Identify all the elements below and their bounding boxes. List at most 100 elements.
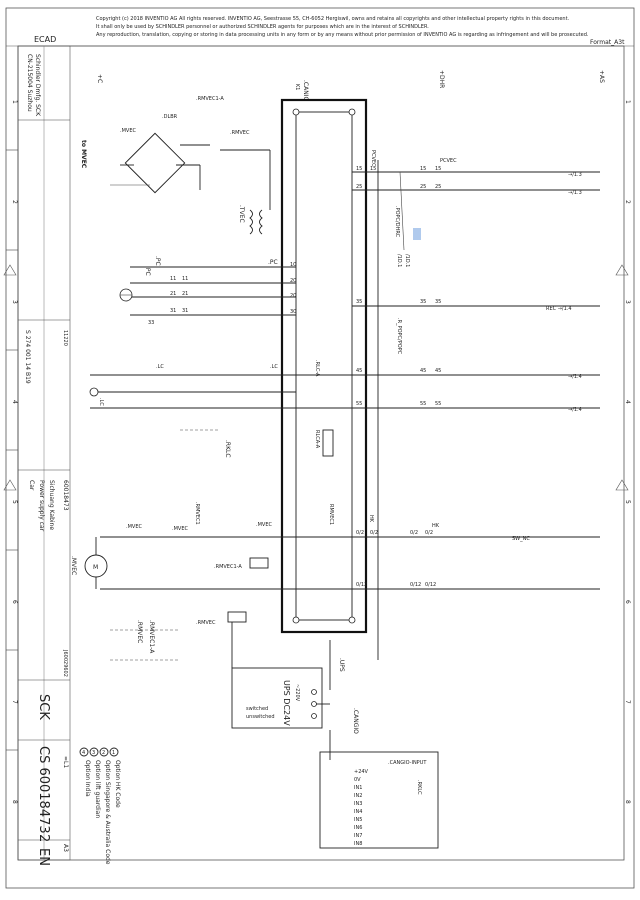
svg-text:35: 35 bbox=[420, 299, 426, 305]
canic-inner-frame bbox=[295, 111, 353, 621]
column-label: 1 bbox=[624, 100, 631, 104]
option-num: 3 bbox=[92, 750, 95, 756]
column-label: 4 bbox=[624, 400, 631, 404]
rail-label-dhr: +DHR bbox=[438, 70, 445, 88]
svg-text:.R_POPC/POPC: .R_POPC/POPC bbox=[396, 318, 402, 355]
pc-label: .PC bbox=[154, 256, 161, 266]
column-label: 8 bbox=[624, 800, 631, 804]
motor-m: M bbox=[93, 564, 98, 571]
column-label: 8 bbox=[11, 800, 18, 804]
lc-label-right: .LC bbox=[270, 364, 278, 370]
title-sheet-index: 2 bbox=[36, 834, 51, 842]
title-language: EN bbox=[36, 848, 51, 866]
option-text: Option India bbox=[84, 760, 91, 797]
pc-label-right: .PC bbox=[268, 259, 278, 266]
svg-text:15: 15 bbox=[420, 166, 426, 172]
rklc-cangio-label: .RKLC bbox=[416, 780, 422, 795]
options-legend: 1 2 3 4 Option HK Code Option Singapore … bbox=[79, 747, 121, 865]
option-num: 2 bbox=[102, 750, 105, 756]
svg-text:15: 15 bbox=[370, 166, 376, 172]
rlca-label: .RLC-A bbox=[314, 360, 320, 377]
svg-text:21: 21 bbox=[182, 291, 188, 297]
copyright-line-2: It shall only be used by SCHINDLER perso… bbox=[96, 24, 429, 30]
svg-text:.POPC/DHRC: .POPC/DHRC bbox=[394, 206, 400, 238]
svg-text:55: 55 bbox=[356, 401, 362, 407]
canic-frame bbox=[280, 98, 368, 634]
pcvec-label: PCVEC bbox=[440, 158, 457, 164]
hk-label: HK bbox=[432, 523, 440, 529]
revision-markers bbox=[3, 264, 629, 491]
title-company: Schindler Dmfg. SCK bbox=[34, 54, 41, 117]
option-text: Option HK Code bbox=[114, 760, 121, 808]
cangio-input: IN1 bbox=[354, 785, 362, 791]
mvec-motor-label: .MVEC bbox=[70, 556, 77, 575]
svg-text:31: 31 bbox=[182, 308, 188, 314]
column-label: 3 bbox=[624, 300, 631, 304]
cangio-input: IN7 bbox=[354, 833, 362, 839]
title-order-no: 60018473 bbox=[62, 480, 69, 511]
svg-text:0/12: 0/12 bbox=[425, 582, 436, 588]
dlbr-label: .DLBR bbox=[162, 114, 178, 120]
cangio-input: IN3 bbox=[354, 801, 362, 807]
mvec-label-row2: .MVEC bbox=[126, 524, 142, 530]
ref-1-3-b: →/1.3 bbox=[568, 190, 582, 196]
svg-text:0/2: 0/2 bbox=[425, 530, 433, 536]
ups-switched: switched bbox=[246, 706, 268, 712]
cangio-input-title: .CANGIO-INPUT bbox=[388, 760, 427, 766]
svg-text:RMVEC1: RMVEC1 bbox=[328, 504, 334, 525]
ref-1d1-b: /1D.1 bbox=[396, 254, 402, 268]
rmvec-coil-label: .RMVEC bbox=[196, 620, 216, 626]
svg-text:55: 55 bbox=[420, 401, 426, 407]
column-label: 5 bbox=[624, 500, 631, 504]
title-desc-2: Power supply car bbox=[38, 480, 45, 532]
rail-label-canic: .CANIC bbox=[302, 80, 309, 101]
title-block: Schindler Dmfg. SCK CN-215004 Suzhou 112… bbox=[17, 45, 71, 866]
cangio-label: .CANGIO bbox=[352, 708, 359, 734]
option-num: 1 bbox=[112, 750, 115, 756]
svg-text:25: 25 bbox=[435, 184, 441, 190]
svg-text:0/12: 0/12 bbox=[410, 582, 421, 588]
title-drawing-ref: S 274 001 14 B19 bbox=[24, 330, 31, 384]
rail-label-plus-c: +C bbox=[96, 74, 103, 83]
svg-text:45: 45 bbox=[356, 368, 362, 374]
svg-text:25: 25 bbox=[420, 184, 426, 190]
svg-text:RLCA-A: RLCA-A bbox=[314, 430, 320, 449]
ups-module bbox=[231, 667, 323, 729]
svg-text:33: 33 bbox=[148, 320, 154, 326]
svg-text:21: 21 bbox=[170, 291, 176, 297]
column-label: 4 bbox=[11, 400, 18, 404]
svg-text:0/12: 0/12 bbox=[356, 582, 367, 588]
cangio-input: IN5 bbox=[354, 817, 362, 823]
svg-text:20: 20 bbox=[290, 293, 296, 299]
svg-text:35: 35 bbox=[435, 299, 441, 305]
column-label: 5 bbox=[11, 500, 18, 504]
svg-text:35: 35 bbox=[356, 299, 362, 305]
column-label: 7 bbox=[624, 700, 631, 704]
svg-text:45: 45 bbox=[435, 368, 441, 374]
svg-text:0/2: 0/2 bbox=[410, 530, 418, 536]
mvec-label-row: .MVEC bbox=[256, 522, 272, 528]
coil-area: .DLBR .RMVEC1-A .RMVEC .MVEC .TVEC bbox=[110, 96, 271, 235]
svg-text:11: 11 bbox=[170, 276, 176, 282]
copyright-line-3: Any reproduction, translation, copying o… bbox=[96, 32, 589, 38]
ref-1d1: /1D.1 bbox=[404, 254, 410, 268]
option-text: Option Singapore & Australia Code bbox=[104, 760, 111, 865]
mvec-top-label: .MVEC bbox=[120, 128, 136, 134]
column-label: 6 bbox=[11, 600, 18, 604]
column-ruler-right: 1 2 3 4 5 6 7 8 bbox=[624, 100, 631, 804]
svg-text:0/2: 0/2 bbox=[370, 530, 378, 536]
cangio-input-list: +24V 0V IN1 IN2 IN3 IN4 IN5 IN6 IN7 IN8 bbox=[354, 769, 369, 847]
column-label: 2 bbox=[11, 200, 18, 204]
lc-label: .LC bbox=[156, 364, 164, 370]
option-text: Option lift guardian bbox=[94, 760, 101, 818]
rmvec1a-coil-label: .RMVEC1-A bbox=[214, 564, 242, 570]
svg-text:25: 25 bbox=[356, 184, 362, 190]
cangio-input: +24V bbox=[354, 769, 369, 775]
title-location: CN-215004 Suzhou bbox=[26, 54, 33, 112]
sw-nc-label: SW_NC bbox=[512, 536, 530, 542]
